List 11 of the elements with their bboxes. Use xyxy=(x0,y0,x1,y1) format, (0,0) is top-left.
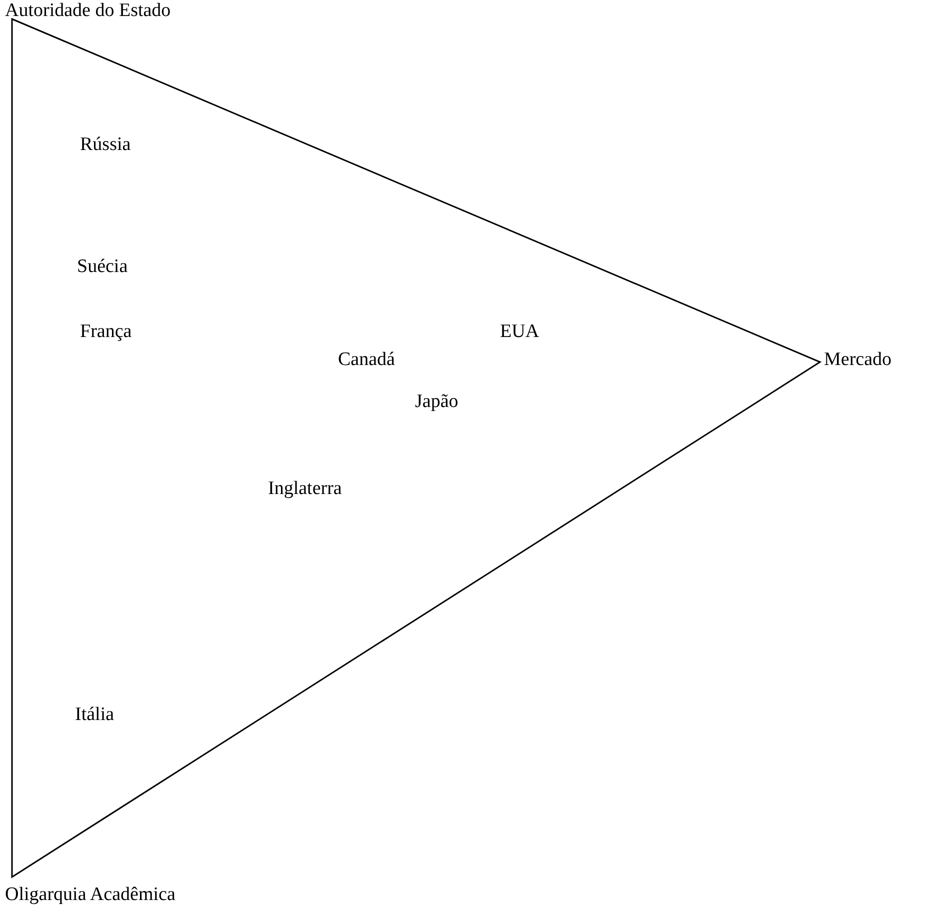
country-label: França xyxy=(80,321,132,343)
country-label: EUA xyxy=(500,321,540,343)
country-label: Canadá xyxy=(338,349,395,371)
vertex-label: Mercado xyxy=(824,349,892,371)
country-label: Rússia xyxy=(80,134,131,156)
country-label: Japão xyxy=(415,391,458,413)
country-label: Inglaterra xyxy=(268,478,342,500)
country-label: Itália xyxy=(75,704,114,726)
vertex-label: Oligarquia Acadêmica xyxy=(5,884,176,906)
vertex-label: Autoridade do Estado xyxy=(5,0,171,22)
country-label: Suécia xyxy=(77,256,128,278)
